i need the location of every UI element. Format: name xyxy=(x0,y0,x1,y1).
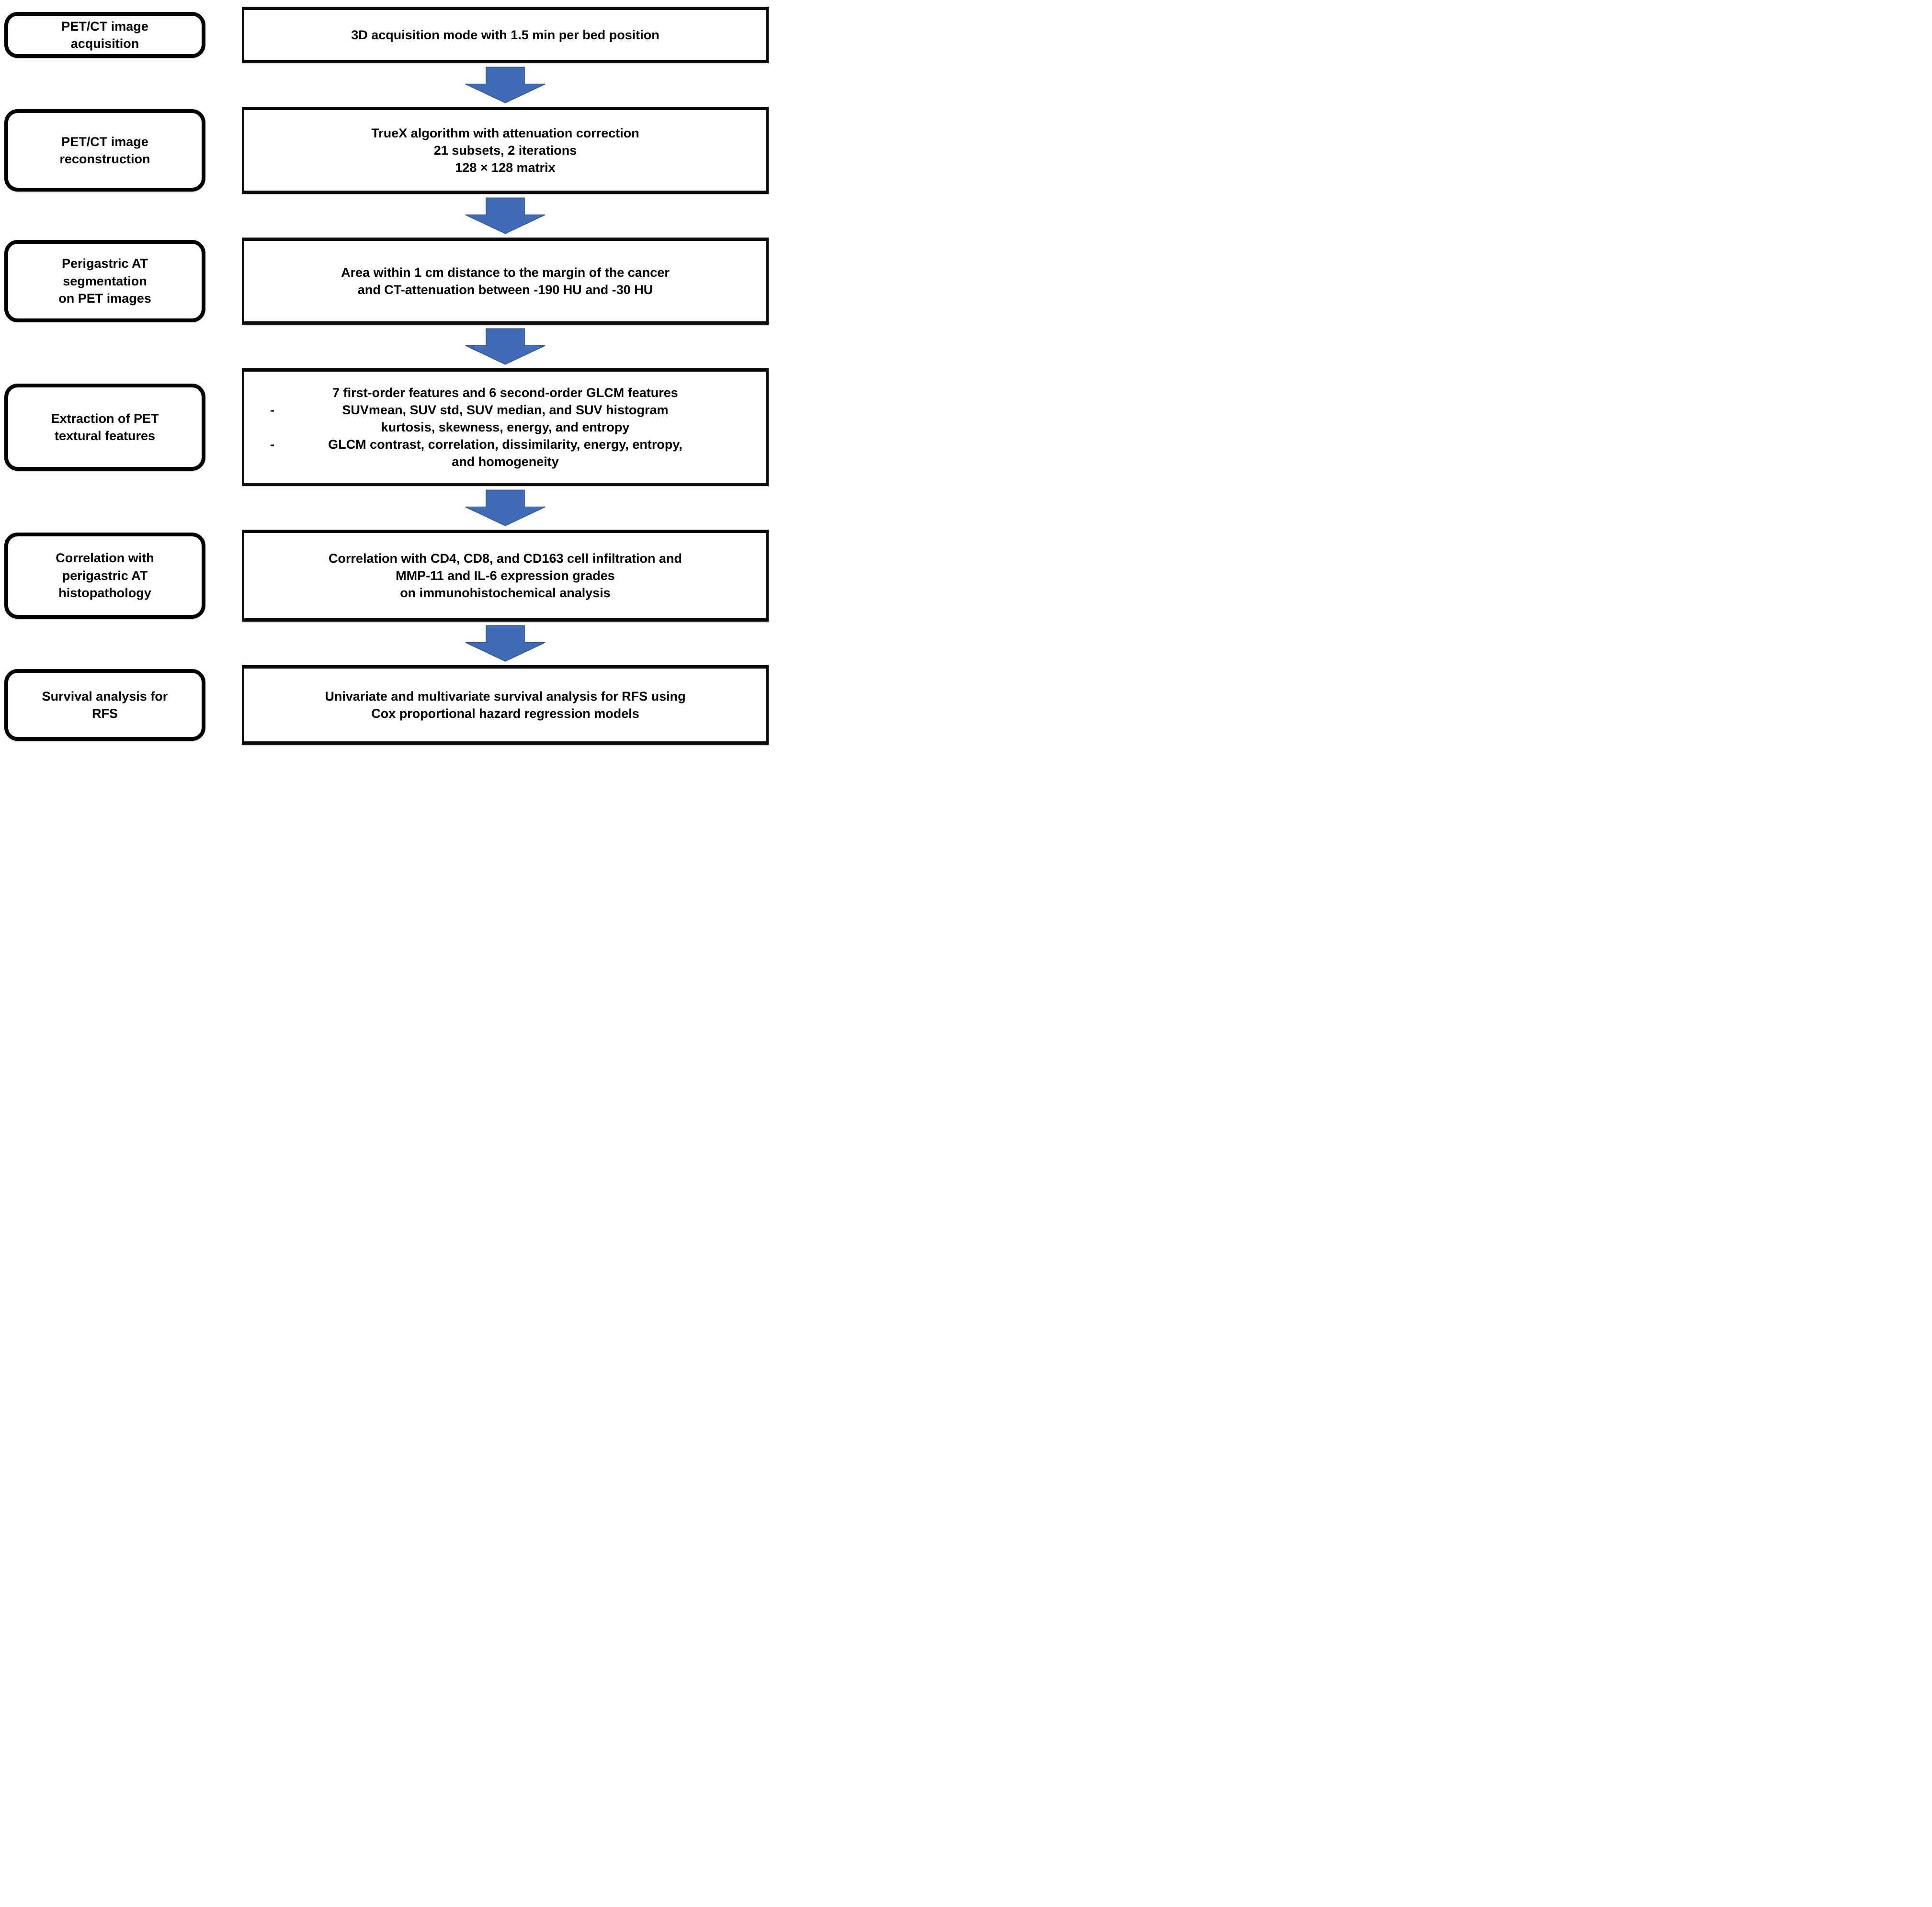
step-label-line: textural features xyxy=(54,429,156,443)
detail-column: Area within 1 cm distance to the margin … xyxy=(242,238,769,325)
flow-row: PET/CT image reconstruction TrueX algori… xyxy=(4,107,769,194)
arrow-spacer xyxy=(4,325,242,368)
down-arrow-icon xyxy=(242,325,769,368)
step-column: Extraction of PET textural features xyxy=(4,368,205,486)
step-column: PET/CT image reconstruction xyxy=(4,107,205,194)
detail-column: 7 first-order features and 6 second-orde… xyxy=(242,368,769,486)
detail-text-line: TrueX algorithm with attenuation correct… xyxy=(371,125,639,140)
step-column: PET/CT image acquisition xyxy=(4,7,205,63)
detail-column: Correlation with CD4, CD8, and CD163 cel… xyxy=(242,530,769,622)
arrow-row xyxy=(4,622,769,665)
arrow-spacer xyxy=(4,194,242,238)
detail-text-line: - SUVmean, SUV std, SUV median, and SUV … xyxy=(257,401,754,419)
detail-column: 3D acquisition mode with 1.5 min per bed… xyxy=(242,7,769,63)
step-label-line: segmentation xyxy=(63,273,147,288)
detail-text-line: Cox proportional hazard regression model… xyxy=(371,706,639,721)
arrow-row xyxy=(4,486,769,530)
down-arrow-icon xyxy=(242,486,769,530)
step-label-line: histopathology xyxy=(58,586,151,601)
step-label-line: PET/CT image xyxy=(61,19,148,34)
step-column: Correlation with perigastric AT histopat… xyxy=(4,530,205,622)
step-box-feature-extraction: Extraction of PET textural features xyxy=(4,384,205,471)
detail-box-image-reconstruction: TrueX algorithm with attenuation correct… xyxy=(242,107,769,194)
detail-text-line: and CT-attenuation between -190 HU and -… xyxy=(357,283,653,297)
detail-text-line: 7 first-order features and 6 second-orde… xyxy=(332,385,678,400)
detail-box-histopathology-correlation: Correlation with CD4, CD8, and CD163 cel… xyxy=(242,530,769,622)
arrow-spacer xyxy=(4,63,242,107)
detail-text-line: 128 × 128 matrix xyxy=(455,160,556,175)
step-label-line: Survival analysis for xyxy=(42,689,168,704)
detail-text-line: Area within 1 cm distance to the margin … xyxy=(341,265,670,280)
step-label-line: Perigastric AT xyxy=(61,256,148,271)
detail-box-image-acquisition: 3D acquisition mode with 1.5 min per bed… xyxy=(242,7,769,63)
flow-row: Perigastric AT segmentation on PET image… xyxy=(4,238,769,325)
detail-text-line: and homogeneity xyxy=(452,454,559,469)
detail-box-at-segmentation: Area within 1 cm distance to the margin … xyxy=(242,238,769,325)
detail-text-line: 21 subsets, 2 iterations xyxy=(433,143,577,158)
flow-row: Extraction of PET textural features 7 fi… xyxy=(4,368,769,486)
detail-column: TrueX algorithm with attenuation correct… xyxy=(242,107,769,194)
step-box-survival-analysis: Survival analysis for RFS xyxy=(4,669,205,741)
flowchart-body: PET/CT image acquisition 3D acquisition … xyxy=(4,7,769,745)
step-label-line: perigastric AT xyxy=(62,568,148,583)
arrow-spacer xyxy=(4,622,242,665)
step-label-line: RFS xyxy=(92,706,118,721)
detail-text: GLCM contrast, correlation, dissimilarit… xyxy=(328,437,682,452)
detail-text-line: - GLCM contrast, correlation, dissimilar… xyxy=(257,436,754,453)
detail-box-survival-analysis: Univariate and multivariate survival ana… xyxy=(242,665,769,745)
detail-text-line: MMP-11 and IL-6 expression grades xyxy=(396,568,615,583)
arrow-row xyxy=(4,194,769,238)
step-label-line: on PET images xyxy=(58,291,151,306)
step-box-at-segmentation: Perigastric AT segmentation on PET image… xyxy=(4,240,205,322)
flow-row: Correlation with perigastric AT histopat… xyxy=(4,530,769,622)
detail-text-line: kurtosis, skewness, energy, and entropy xyxy=(381,420,630,434)
step-label-line: reconstruction xyxy=(59,152,150,166)
step-box-histopathology-correlation: Correlation with perigastric AT histopat… xyxy=(4,533,205,619)
detail-text-line: on immunohistochemical analysis xyxy=(400,586,611,601)
bullet-dash: - xyxy=(270,402,274,417)
arrow-row xyxy=(4,63,769,107)
step-label-line: PET/CT image xyxy=(61,134,148,149)
down-arrow-icon xyxy=(242,622,769,665)
flowchart: PET/CT image acquisition 3D acquisition … xyxy=(0,0,773,763)
detail-box-feature-extraction: 7 first-order features and 6 second-orde… xyxy=(242,368,769,486)
detail-text-line: Univariate and multivariate survival ana… xyxy=(325,689,686,704)
down-arrow-icon xyxy=(242,63,769,107)
step-label-line: Correlation with xyxy=(56,551,154,566)
arrow-row xyxy=(4,325,769,368)
detail-text: SUVmean, SUV std, SUV median, and SUV hi… xyxy=(342,402,669,417)
step-label-line: acquisition xyxy=(70,36,139,51)
step-label-line: Extraction of PET xyxy=(51,411,159,426)
bullet-dash: - xyxy=(270,437,274,452)
step-column: Perigastric AT segmentation on PET image… xyxy=(4,238,205,325)
detail-text-line: Correlation with CD4, CD8, and CD163 cel… xyxy=(328,551,682,566)
flow-row: Survival analysis for RFS Univariate and… xyxy=(4,665,769,745)
detail-column: Univariate and multivariate survival ana… xyxy=(242,665,769,745)
step-box-image-acquisition: PET/CT image acquisition xyxy=(4,12,205,58)
flow-row: PET/CT image acquisition 3D acquisition … xyxy=(4,7,769,63)
arrow-spacer xyxy=(4,486,242,530)
down-arrow-icon xyxy=(242,194,769,238)
step-column: Survival analysis for RFS xyxy=(4,665,205,745)
detail-text-line: 3D acquisition mode with 1.5 min per bed… xyxy=(351,27,659,42)
step-box-image-reconstruction: PET/CT image reconstruction xyxy=(4,109,205,192)
